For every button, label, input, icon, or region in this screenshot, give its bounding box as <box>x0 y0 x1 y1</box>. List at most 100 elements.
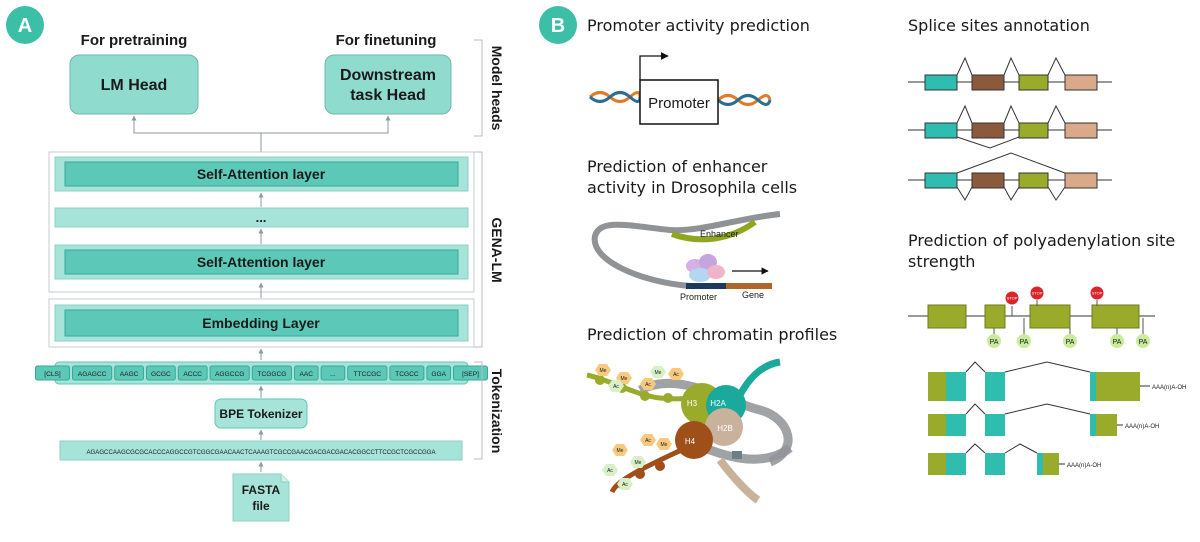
histone-h2b-label: H2B <box>717 424 733 433</box>
polya-tail-2: AAA(n)A-OH <box>1125 424 1159 430</box>
bpe-tokenizer-box <box>214 398 308 429</box>
token-label: ... <box>330 371 336 378</box>
pa-site-label: PA <box>1066 339 1075 346</box>
modification-tag <box>640 434 656 446</box>
token-chip <box>114 365 144 381</box>
side-label-tokenization: Tokenization <box>489 369 505 454</box>
self-attention-bottom-box <box>64 249 459 275</box>
token-chip <box>209 365 250 381</box>
stop-sign-icon <box>1030 286 1044 300</box>
modification-tag <box>617 478 633 490</box>
stop-sign-icon <box>1090 286 1104 300</box>
polya-gene-diagram <box>908 300 1155 334</box>
lm-head-box <box>69 54 199 115</box>
self-attention-top-label: Self-Attention layer <box>197 166 326 182</box>
token-label: AAC <box>300 371 314 378</box>
downstream-head-box <box>324 54 452 115</box>
enhancer-title-line2: activity in Drosophila cells <box>587 178 797 197</box>
stop-sign-label: STOP <box>1032 291 1043 296</box>
token-chip <box>35 365 70 381</box>
token-label: AAGC <box>120 371 139 378</box>
pa-site-marker <box>987 334 1001 348</box>
token-chip <box>347 365 388 381</box>
modification-tag <box>668 368 684 380</box>
token-chip <box>389 365 425 381</box>
promoter-box <box>639 79 719 125</box>
for-finetuning-label: For finetuning <box>336 32 437 49</box>
polya-title-line1: Prediction of polyadenylation site <box>908 231 1175 250</box>
token-chip <box>453 365 488 381</box>
side-brackets <box>474 39 483 460</box>
polya-title-line2: strength <box>908 252 975 271</box>
badge-b-circle <box>539 6 577 44</box>
promoter-title: Promoter activity prediction <box>587 16 810 35</box>
for-pretraining-label: For pretraining <box>81 32 188 49</box>
token-label: TCGGCG <box>257 371 286 378</box>
token-label: AGGCCG <box>215 371 244 378</box>
modification-tag <box>602 464 618 476</box>
embedding-label: Embedding Layer <box>202 315 320 331</box>
enhancer-segment <box>670 219 757 243</box>
side-label-gena-lm: GENA-LM <box>489 217 505 282</box>
token-chip <box>177 365 208 381</box>
modification-label: Ac <box>645 438 651 444</box>
sequence-text: AGAGCCAAGCGCGCACCCAGGCCGTCGGCGAACAACTCAA… <box>86 449 436 456</box>
promoter-box-label: Promoter <box>648 95 710 112</box>
stop-sign-icon <box>1005 291 1019 305</box>
stop-signs: STOP STOP STOP <box>1005 286 1104 305</box>
modification-label: Me <box>635 460 642 466</box>
embedding-frame <box>48 298 475 348</box>
modification-label: Me <box>621 376 628 382</box>
enhancer-title-line1: Prediction of enhancer <box>587 157 768 176</box>
token-chip <box>294 365 319 381</box>
pa-site-label: PA <box>1020 339 1029 346</box>
badge-b-label: B <box>551 15 565 37</box>
modification-tag <box>612 444 628 456</box>
modification-label: Ac <box>673 372 679 378</box>
chromatin-illustration <box>586 358 793 504</box>
splice-diagrams <box>908 56 1112 202</box>
pa-site-marker <box>1063 334 1077 348</box>
modification-tag <box>656 438 672 450</box>
badge-a-label: A <box>18 15 32 37</box>
modification-label: Me <box>661 442 668 448</box>
polya-tail-1: AAA(n)A-OH <box>1152 385 1186 391</box>
pa-site-label: PA <box>1113 339 1122 346</box>
token-label: ACCC <box>183 371 202 378</box>
histone-h4-label: H4 <box>685 437 696 446</box>
token-chip <box>146 365 176 381</box>
token-chip <box>426 365 451 381</box>
pa-site-label: PA <box>990 339 999 346</box>
modification-tag <box>595 364 611 376</box>
enhancer-label: Enhancer <box>700 229 739 239</box>
bpe-tokenizer-label: BPE Tokenizer <box>219 407 302 421</box>
histone-h2b <box>705 408 743 446</box>
fasta-label-line2: file <box>252 499 270 513</box>
modification-label: Me <box>600 368 607 374</box>
fasta-label-line1: FASTA <box>242 483 281 497</box>
chromatin-title: Prediction of chromatin profiles <box>587 325 837 344</box>
gene-label: Gene <box>742 290 764 300</box>
token-chip <box>320 365 346 381</box>
stop-sign-label: STOP <box>1092 291 1103 296</box>
modification-label: Me <box>617 448 624 454</box>
downstream-label-line2: task Head <box>350 87 426 104</box>
stop-sign-label: STOP <box>1007 296 1018 301</box>
token-label: TCGCC <box>395 371 419 378</box>
sequence-box <box>59 440 463 461</box>
token-label: GGA <box>431 371 446 378</box>
lm-head-label: LM Head <box>101 77 168 94</box>
promoter-arrow <box>639 52 669 80</box>
polya-tail-3: AAA(n)A-OH <box>1067 463 1101 469</box>
self-attention-bottom-label: Self-Attention layer <box>197 254 326 270</box>
token-chip <box>72 365 113 381</box>
pa-site-label: PA <box>1139 339 1148 346</box>
embedding-box <box>64 309 459 337</box>
enhancer-illustration <box>591 211 781 289</box>
token-chip <box>251 365 293 381</box>
pa-sites: PA PA PA PA PA <box>987 334 1150 348</box>
head-connectors <box>131 115 391 152</box>
